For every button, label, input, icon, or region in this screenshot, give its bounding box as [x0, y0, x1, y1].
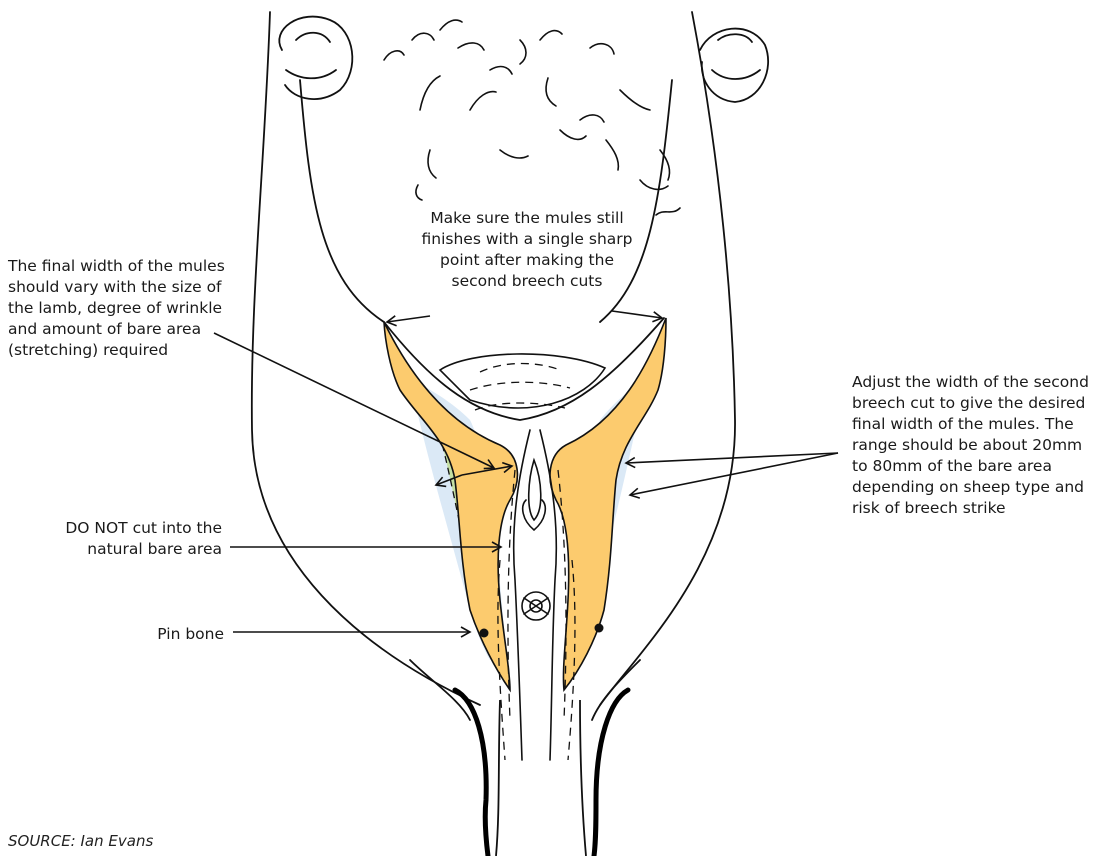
center-anatomy — [514, 430, 557, 760]
mules-cut-right — [550, 318, 666, 690]
note-final-width: The final width of the mules should vary… — [8, 256, 248, 361]
pin-bone-left — [480, 629, 489, 638]
note-adjust-width: Adjust the width of the second breech cu… — [852, 372, 1102, 519]
note-pin-bone: Pin bone — [60, 624, 224, 645]
annotation-arrows — [214, 311, 838, 632]
arrow-top-left — [387, 316, 430, 322]
wool-strokes — [384, 20, 680, 215]
arrow-adjust-b — [630, 453, 838, 495]
tail — [496, 700, 586, 856]
note-do-not-cut: DO NOT cut into the natural bare area — [14, 518, 222, 560]
arrow-top-right — [612, 311, 662, 318]
heavy-skin-lines — [455, 690, 628, 856]
source-credit: SOURCE: Ian Evans — [8, 832, 153, 850]
pin-bone-right — [595, 624, 604, 633]
arrow-final-width — [214, 333, 494, 468]
body-outline — [252, 12, 768, 720]
note-single-sharp-point: Make sure the mules still finishes with … — [420, 208, 634, 292]
